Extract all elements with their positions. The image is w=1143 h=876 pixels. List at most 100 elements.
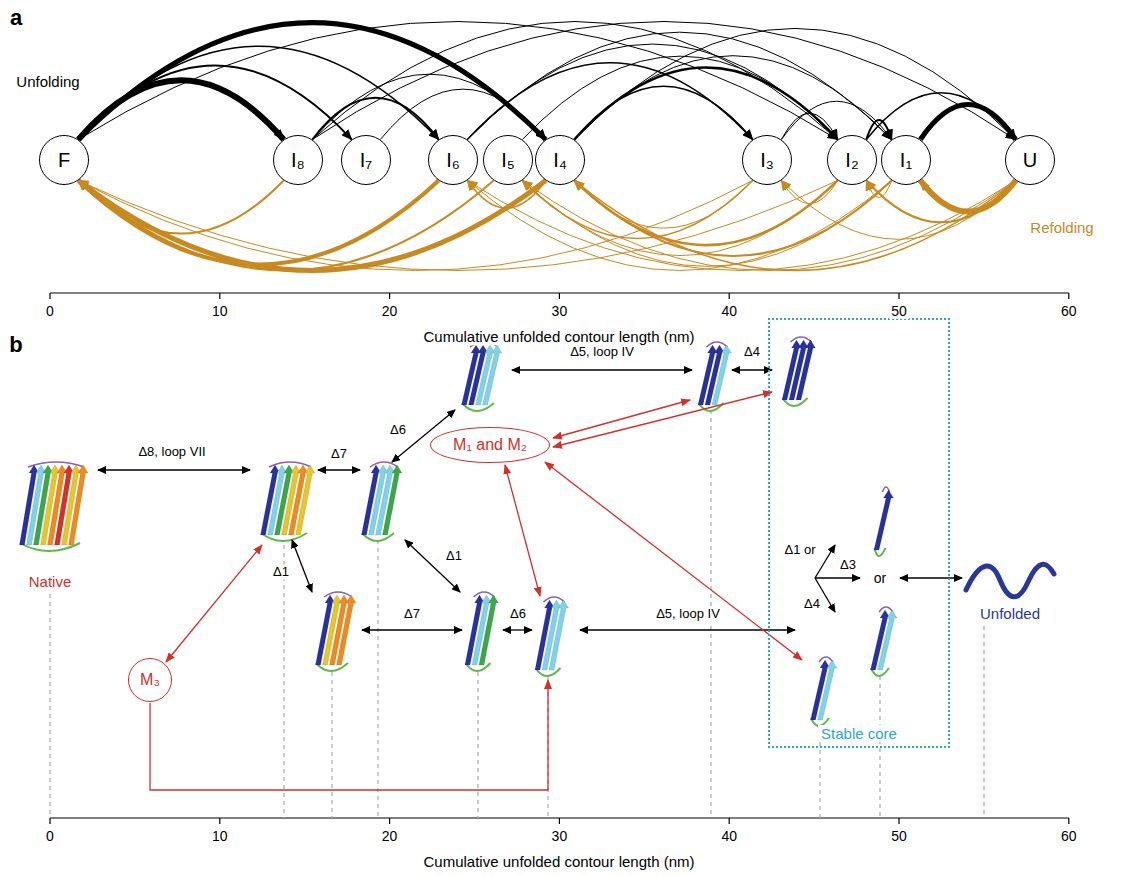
beta-strand: [337, 595, 357, 665]
stable-core-box: Stable core: [768, 318, 950, 748]
refolding-arc: [574, 180, 891, 255]
refolding-arc: [781, 180, 1015, 239]
state-circle: I₆: [428, 135, 478, 185]
beta-strand: [479, 595, 499, 665]
axis-tick: [49, 293, 50, 299]
beta-strand: [796, 340, 816, 400]
axis-tick-label: 10: [210, 303, 230, 319]
misfolded-ellipse: M₁ and M₂: [430, 427, 550, 463]
loop-strand: [474, 592, 495, 597]
unfolding-arc: [781, 101, 891, 139]
refolding-arc: [522, 180, 891, 266]
refolding-arc: [78, 180, 283, 233]
guide-line: [331, 672, 332, 818]
transition-label: Δ1: [271, 565, 291, 580]
transition-label: Δ7: [329, 447, 349, 462]
state-circle: I₈: [273, 135, 323, 185]
node-label: I₆: [446, 149, 460, 172]
misfolded-circle: M₃: [128, 658, 172, 702]
refolding-arc: [78, 180, 545, 270]
protein-structure: [261, 462, 316, 541]
guide-line: [49, 594, 50, 818]
guide-line: [983, 626, 984, 818]
axis-tick-label: 0: [44, 303, 56, 319]
guide-line: [377, 540, 378, 818]
node-label: M₁ and M₂: [453, 436, 527, 454]
panel-letter: b: [7, 332, 24, 357]
unfolding-arc: [920, 105, 1015, 140]
panel-letter: a: [8, 5, 24, 30]
fork-arrow: [815, 545, 835, 578]
node-label: I₇: [360, 149, 372, 172]
transition-label: Δ6: [388, 423, 408, 438]
axis-tick: [559, 293, 560, 299]
arrow-legend: Refolding: [1028, 219, 1095, 236]
unfolded-chain: [966, 564, 1054, 596]
unfolding-arc: [312, 22, 837, 140]
axis-tick-label: 0: [44, 828, 56, 844]
axis-tick-label: 40: [719, 828, 739, 844]
beta-strand: [874, 490, 894, 550]
axis-tick: [49, 818, 50, 824]
unfolding-arc: [866, 120, 891, 140]
axis-tick: [1068, 818, 1069, 824]
refolding-arc: [522, 180, 752, 238]
state-circle: I₅: [483, 135, 533, 185]
unfolding-arc: [522, 56, 837, 139]
beta-strand: [878, 610, 898, 670]
unfolding-arc: [312, 74, 545, 139]
transition-arrow: [732, 369, 772, 370]
protein-structure: [465, 592, 499, 671]
transition-arrow: [318, 469, 360, 470]
beta-strand: [818, 660, 838, 720]
protein-structure: [20, 462, 89, 551]
axis-tick: [729, 818, 730, 824]
protein-structure: [462, 342, 503, 411]
misfold-arrow: [166, 545, 262, 662]
transition-label: Δ8, loop VII: [136, 445, 207, 460]
refolding-arc: [78, 180, 438, 264]
transition-label: Δ7: [402, 607, 422, 622]
unfolding-arc: [467, 32, 891, 139]
node-label: I₅: [501, 149, 515, 172]
protein-structure: [871, 607, 898, 676]
state-circle: I₂: [827, 135, 877, 185]
transition-label: Δ1: [444, 549, 464, 564]
transition-arrow: [512, 369, 692, 370]
axis-tick-label: 30: [550, 303, 570, 319]
axis-tick-label: 50: [889, 828, 909, 844]
axis-tick-label: 20: [380, 828, 400, 844]
node-label: I₈: [291, 149, 305, 172]
axis-tick: [898, 293, 899, 299]
protein-structure: [782, 337, 816, 406]
protein-structure: [535, 597, 569, 676]
axis-tick: [219, 293, 220, 299]
misfold-arrow: [553, 400, 690, 438]
refolding-arc: [574, 180, 1015, 270]
unfolding-arc: [574, 56, 891, 140]
node-label: F: [58, 149, 70, 172]
misfold-arrow: [150, 680, 548, 790]
unfolding-arc: [312, 98, 438, 140]
transition-label: Δ6: [508, 607, 528, 622]
guide-line: [477, 672, 478, 818]
axis-tick: [389, 818, 390, 824]
transition-arrow: [98, 469, 250, 470]
axis-tick: [389, 293, 390, 299]
transition-label: Δ3: [838, 558, 858, 573]
beta-strand: [383, 465, 403, 535]
unfolding-arc: [574, 28, 1015, 139]
axis-tick-label: 60: [1059, 828, 1079, 844]
unfolding-arc: [781, 113, 837, 139]
transition-label: Δ4: [802, 597, 822, 612]
transition-label: or: [872, 570, 888, 586]
axis-tick-label: 10: [210, 828, 230, 844]
transition-label: Δ4: [742, 345, 762, 360]
node-label: I₃: [760, 149, 774, 172]
axis-tick-label: 50: [889, 303, 909, 319]
refolding-arc: [78, 180, 752, 270]
axis-tick-label: 20: [380, 303, 400, 319]
node-label: U: [1023, 149, 1037, 172]
node-label: M₃: [140, 671, 160, 689]
